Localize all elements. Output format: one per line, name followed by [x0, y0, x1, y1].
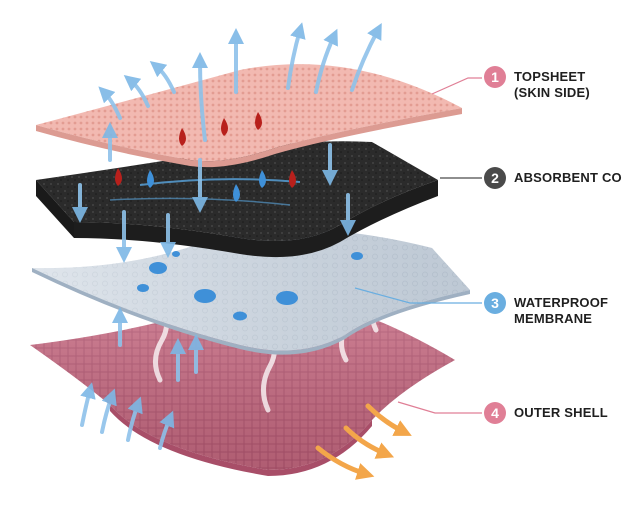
- label-outer-shell-line-1: OUTER SHELL: [514, 405, 608, 420]
- label-waterproof-membrane: 3 WATERPROOF MEMBRANE: [484, 292, 608, 327]
- label-waterproof-membrane-line-2: MEMBRANE: [514, 311, 593, 326]
- water-beads: [137, 251, 363, 321]
- badge-2: 2: [484, 167, 506, 189]
- topsheet-layer: [36, 64, 462, 168]
- label-topsheet: 1 TOPSHEET (SKIN SIDE): [484, 66, 590, 101]
- airflow-arrows: [72, 22, 382, 450]
- badge-3: 3: [484, 292, 506, 314]
- label-outer-shell: 4 OUTER SHELL: [484, 402, 608, 424]
- badge-1: 1: [484, 66, 506, 88]
- label-absorbent-core: 2 ABSORBENT CORE: [484, 167, 622, 189]
- leader-lines: [354, 77, 482, 414]
- blood-drops: [115, 112, 296, 188]
- badge-4: 4: [484, 402, 506, 424]
- label-topsheet-line-2: (SKIN SIDE): [514, 85, 590, 100]
- label-waterproof-membrane-line-1: WATERPROOF: [514, 295, 609, 310]
- heat-arrows: [315, 403, 412, 480]
- water-drops: [147, 170, 266, 202]
- label-absorbent-core-line-1: ABSORBENT CORE: [514, 170, 622, 185]
- label-topsheet-line-1: TOPSHEET: [514, 69, 586, 84]
- membrane-layer: [32, 229, 470, 355]
- outer-shell-layer: [30, 296, 455, 476]
